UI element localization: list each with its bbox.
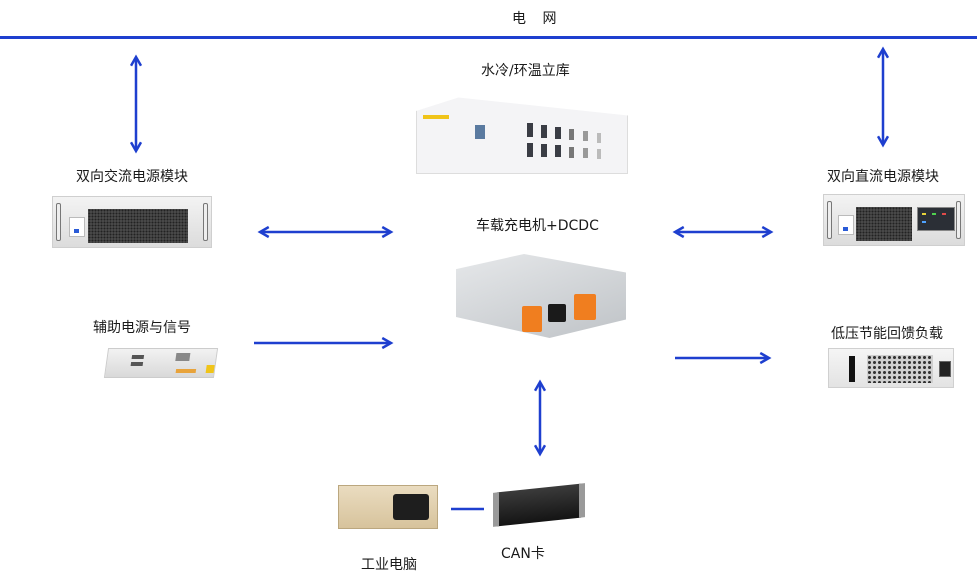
can-card-label: CAN卡 [501, 546, 545, 562]
aux-power-supply-icon [103, 348, 219, 378]
ac-module-label: 双向交流电源模块 [76, 169, 188, 185]
regenerative-load-icon [828, 348, 954, 388]
ac-power-module-icon [52, 196, 212, 248]
grid-title: 电 网 [512, 11, 563, 27]
power-grid-bus-line [0, 36, 977, 39]
dc-module-label: 双向直流电源模块 [827, 169, 939, 185]
lv-load-label: 低压节能回馈负载 [831, 326, 943, 342]
dc-power-module-icon [823, 194, 965, 246]
industrial-pc-icon [338, 485, 438, 529]
climate-chamber-label: 水冷/环温立库 [481, 63, 570, 79]
obc-dcdc-label: 车载充电机+DCDC [476, 218, 599, 234]
aux-power-label: 辅助电源与信号 [93, 320, 191, 336]
ipc-label: 工业电脑 [361, 557, 417, 573]
